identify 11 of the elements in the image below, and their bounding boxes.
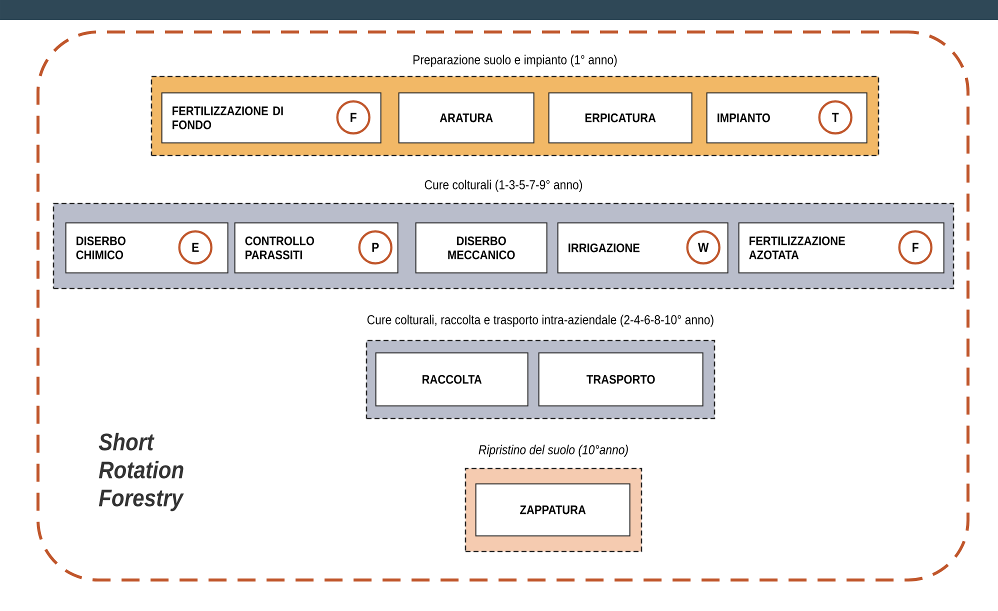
task-box: TRASPORTO <box>538 352 704 406</box>
task-box: RACCOLTA <box>375 352 528 406</box>
stage-heading: Preparazione suolo e impianto (1° anno) <box>414 54 617 67</box>
stage-heading: Cure colturali, raccolta e trasporto intra-aziendale (2-4-6-8-10° anno) <box>367 314 714 327</box>
task-box: ZAPPATURA <box>475 483 630 536</box>
frame-title: Short Rotation Forestry <box>98 432 184 512</box>
task-box: DISERBO MECCANICO <box>415 222 548 274</box>
stage-heading: Cure colturali (1-3-5-7-9° anno) <box>424 180 582 192</box>
task-box: ERPICATURA <box>548 92 692 144</box>
stage-heading: Ripristino del suolo (10°anno) <box>478 444 628 457</box>
task-box: ARATURA <box>398 92 534 144</box>
